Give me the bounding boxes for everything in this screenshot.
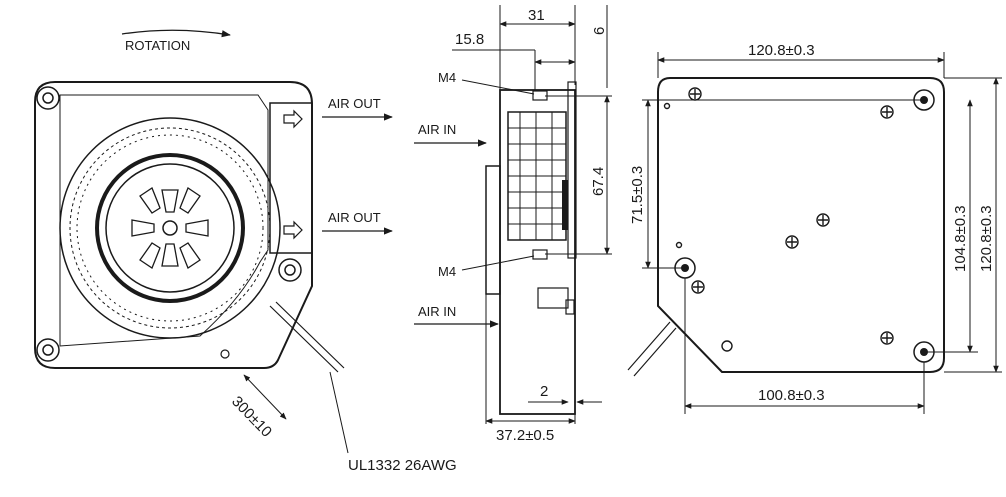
mount-hole <box>36 338 60 362</box>
mount-hole-small <box>220 349 230 359</box>
hub-center <box>162 220 178 236</box>
mount-hole <box>278 258 302 282</box>
dim-total-width: 31 <box>528 7 545 24</box>
cable-length-dim <box>243 374 287 420</box>
rear-view: 120.8±0.3 71.5±0.3 104.8±0.3 <box>627 42 1002 414</box>
rotation-label: ROTATION <box>125 38 190 53</box>
rear-housing <box>657 77 945 373</box>
dim-hole-pitch: 67.4 <box>590 167 607 196</box>
housing-inner-edge <box>59 94 269 347</box>
dim-overall-depth: 37.2±0.5 <box>496 427 554 444</box>
dim-bottom-width: 100.8±0.3 <box>758 387 825 404</box>
fan-cable <box>269 301 345 373</box>
hub-vents <box>131 187 209 269</box>
m4-screw-top <box>532 90 548 101</box>
dim-hole-height-left: 71.5±0.3 <box>629 166 646 224</box>
rotation-arrow <box>121 29 231 38</box>
volute-outline <box>59 117 281 339</box>
side-view: 31 6 15.8 M4 M4 67 <box>414 5 612 444</box>
rear-screws <box>663 87 894 352</box>
air-out-label-bottom: AIR OUT <box>328 210 381 225</box>
cable-spec-label: UL1332 26AWG <box>348 457 457 474</box>
fan-side-body <box>499 89 576 415</box>
dim-width: 120.8±0.3 <box>748 42 815 59</box>
hub-rim <box>95 153 245 303</box>
impeller-blades-inner <box>76 134 264 322</box>
air-in-label-bottom: AIR IN <box>418 304 456 319</box>
dim-flange: 2 <box>540 383 548 400</box>
front-view: ROTATION <box>34 29 457 474</box>
dim-hole-offset: 15.8 <box>455 31 484 48</box>
cable-leader <box>329 371 349 454</box>
impeller-blades <box>69 127 271 329</box>
fan-inlet-lip <box>485 165 501 295</box>
hub-face <box>105 163 235 293</box>
air-in-label-top: AIR IN <box>418 122 456 137</box>
rear-cable <box>627 321 677 377</box>
mount-hole <box>36 86 60 110</box>
outlet-arrow-icon <box>283 109 303 129</box>
screw-label-bottom: M4 <box>438 264 456 279</box>
fan-housing <box>34 81 313 369</box>
screw-label-top: M4 <box>438 70 456 85</box>
cable-exit <box>537 287 569 309</box>
impeller-fins <box>508 112 566 240</box>
m4-screw-bottom <box>532 249 548 260</box>
motor-block <box>562 180 568 230</box>
dim-hole-height-right: 104.8±0.3 <box>952 205 969 272</box>
dim-tab: 6 <box>591 27 608 35</box>
outlet-arrow-icon <box>283 220 303 240</box>
air-out-label-top: AIR OUT <box>328 96 381 111</box>
flange <box>567 81 577 259</box>
dim-height: 120.8±0.3 <box>978 205 995 272</box>
outlet-window <box>269 102 313 254</box>
